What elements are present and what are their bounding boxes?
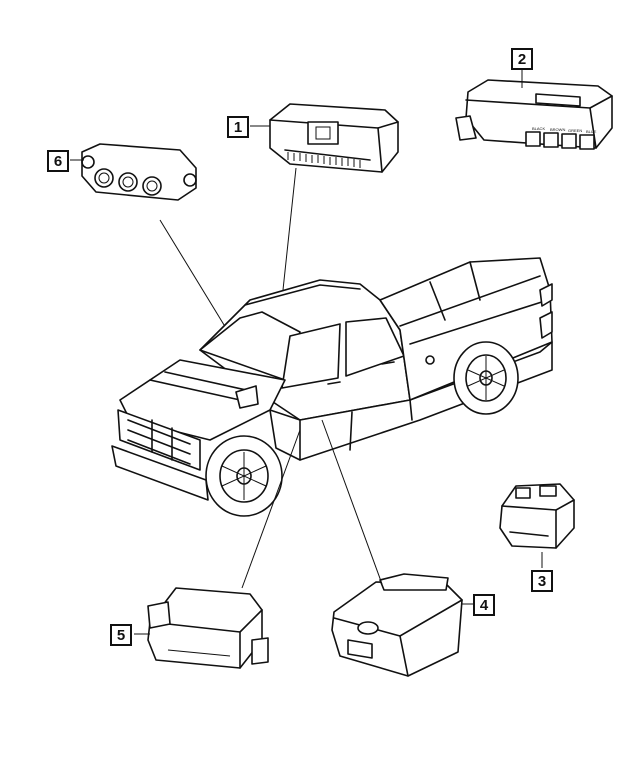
connector-label-blue: BLUE xyxy=(586,129,597,134)
front-wheel xyxy=(205,435,283,517)
leader-4-to-truck xyxy=(321,419,383,585)
connector-label-black: BLACK xyxy=(532,126,545,131)
module-5 xyxy=(147,587,269,669)
module-3 xyxy=(499,483,575,549)
module-4 xyxy=(331,573,463,677)
connector-label-brown: BROWN xyxy=(550,127,565,132)
callout-2: 2 xyxy=(511,48,533,70)
module-2-connectors xyxy=(525,131,595,150)
callout-3: 3 xyxy=(531,570,553,592)
leader-5-to-truck xyxy=(241,429,301,589)
module-6-ports xyxy=(94,168,162,196)
rear-wheel xyxy=(453,341,519,415)
module-6 xyxy=(81,143,197,201)
module-1-pins xyxy=(287,152,361,168)
leader-6-to-truck xyxy=(159,219,233,339)
callout-5: 5 xyxy=(110,624,132,646)
callout-1: 1 xyxy=(227,116,249,138)
pickup-truck xyxy=(111,257,553,517)
callout-6: 6 xyxy=(47,150,69,172)
module-2: BLACK BROWN GREEN BLUE xyxy=(455,79,613,150)
connector-label-green: GREEN xyxy=(568,128,582,133)
module-1 xyxy=(269,103,399,173)
callout-4: 4 xyxy=(473,594,495,616)
